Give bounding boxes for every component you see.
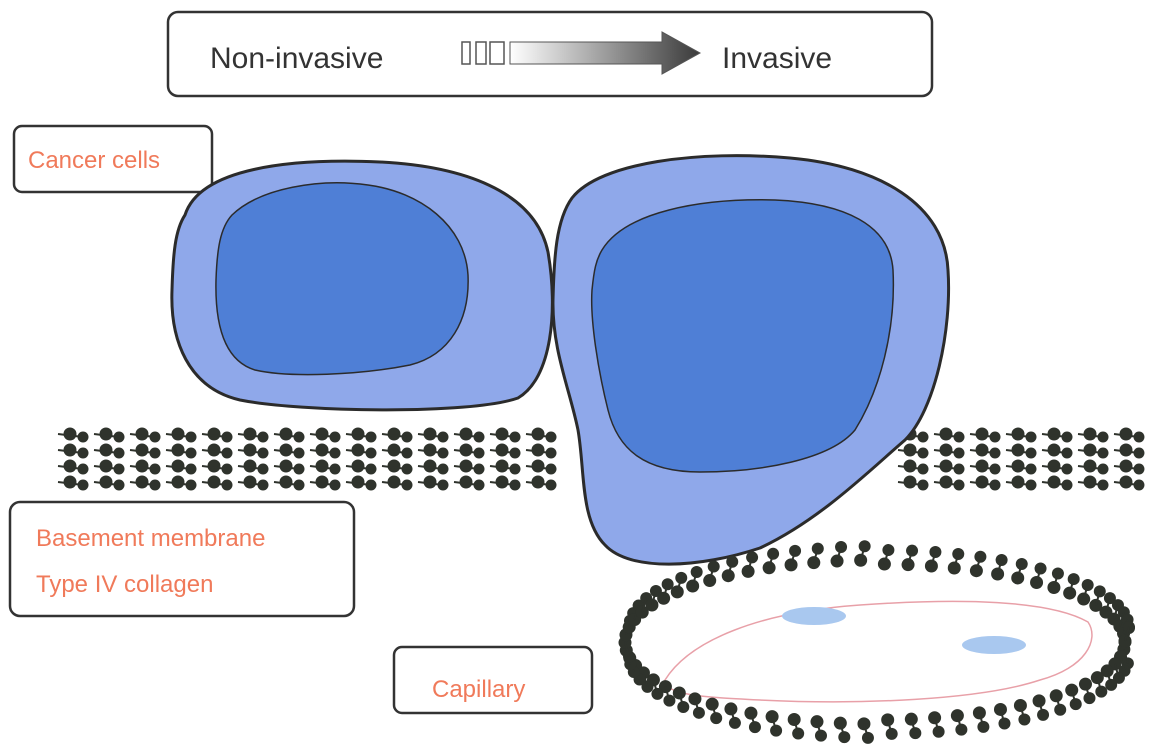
cancer-cell-right bbox=[553, 156, 949, 564]
endothelial-nucleus bbox=[782, 607, 846, 625]
basement-membrane-callout: Basement membrane Type IV collagen bbox=[10, 502, 354, 616]
cell-nucleus bbox=[216, 183, 468, 375]
cancer-cell-left bbox=[172, 161, 553, 410]
capillary-callout: Capillary bbox=[394, 647, 592, 713]
basement-membrane-label: Basement membrane bbox=[36, 525, 265, 552]
capillary-wall bbox=[619, 540, 1135, 744]
cancer-cells-label: Cancer cells bbox=[28, 147, 160, 174]
cancer-cells-callout: Cancer cells bbox=[14, 126, 212, 192]
capillary-lumen bbox=[665, 601, 1092, 701]
type-iv-collagen-label: Type IV collagen bbox=[36, 571, 213, 598]
invasiveness-scale: Non-invasive Invasive bbox=[168, 12, 932, 96]
endothelial-nucleus bbox=[962, 636, 1026, 654]
invasive-label: Invasive bbox=[722, 42, 832, 75]
capillary-label: Capillary bbox=[432, 676, 525, 703]
capillary bbox=[619, 540, 1135, 744]
non-invasive-label: Non-invasive bbox=[210, 42, 383, 75]
cell-nucleus bbox=[592, 200, 894, 472]
